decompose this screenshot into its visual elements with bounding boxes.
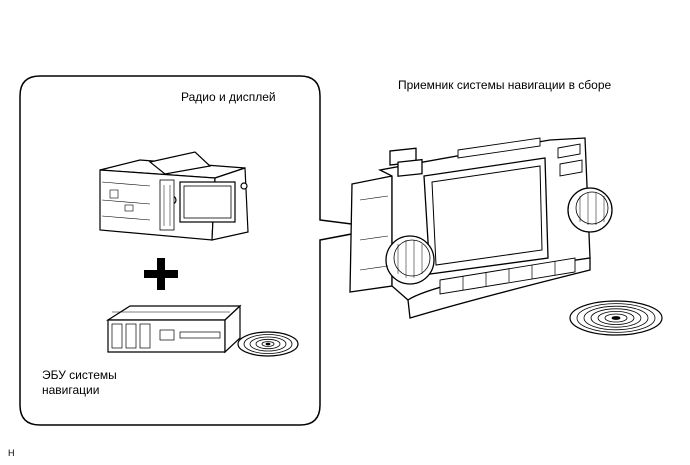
- ecu-label-line2: навигации: [42, 383, 100, 397]
- navigation-receiver-assembly: [349, 137, 613, 319]
- navigation-assembly-label: Приемник системы навигации в сборе: [398, 78, 612, 92]
- grouping-box-with-pointer: [19, 75, 384, 426]
- ecu-label-line1: ЭБУ системы: [42, 368, 117, 382]
- small-disc-icon: [237, 331, 299, 357]
- radio-display-label: Радио и дисплей: [181, 90, 276, 104]
- large-disc-icon: [569, 300, 663, 336]
- figure-code: H: [8, 448, 15, 458]
- plus-icon: [144, 258, 178, 290]
- navigation-ecu-label: ЭБУ системы навигации: [42, 368, 117, 398]
- navigation-ecu: [105, 304, 242, 354]
- radio-display-unit: [99, 151, 249, 241]
